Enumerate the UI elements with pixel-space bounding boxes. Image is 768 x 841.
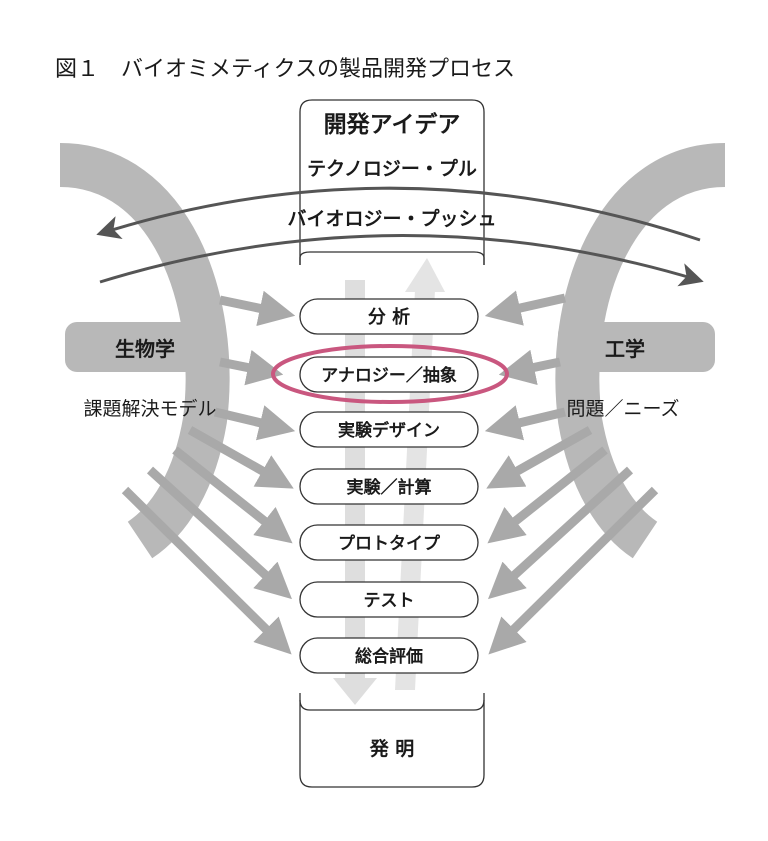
- biology-push-arrow: [99, 234, 704, 287]
- biology-arc: [58, 143, 230, 559]
- engineering-arc: [555, 143, 727, 559]
- svg-text:アナロジー／抽象: アナロジー／抽象: [321, 365, 457, 386]
- technology-pull-label: テクノロジー・プル: [307, 157, 477, 180]
- svg-text:実験デザイン: 実験デザイン: [338, 420, 440, 441]
- engineering-bar: [558, 322, 715, 372]
- idea-box: [299, 99, 485, 265]
- step-test: テスト: [299, 581, 479, 618]
- step-experiment-design: 実験デザイン: [299, 411, 479, 448]
- svg-text:実験／計算: 実験／計算: [347, 477, 432, 498]
- engineering-sublabel: 問題／ニーズ: [566, 398, 679, 420]
- svg-text:分 析: 分 析: [368, 306, 410, 328]
- svg-text:総合評価: 総合評価: [355, 646, 423, 667]
- biology-push-label: バイオロジー・プッシュ: [287, 207, 496, 230]
- svg-text:テスト: テスト: [364, 591, 415, 611]
- biology-label: 生物学: [115, 337, 175, 361]
- biology-bar: [65, 322, 225, 372]
- step-analysis: 分 析: [299, 298, 479, 335]
- biology-sublabel: 課題解決モデル: [83, 398, 216, 420]
- idea-box-label: 開発アイデア: [324, 111, 461, 138]
- step-prototype: プロトタイプ: [299, 524, 479, 561]
- technology-pull-arrow: [96, 186, 701, 242]
- invention-box: [299, 700, 485, 788]
- step-analogy: アナロジー／抽象: [299, 356, 479, 393]
- step-evaluation: 総合評価: [299, 637, 479, 674]
- engineering-label: 工学: [605, 337, 645, 361]
- svg-text:プロトタイプ: プロトタイプ: [338, 533, 441, 554]
- invention-label: 発 明: [369, 737, 415, 760]
- figure-title: 図１ バイオミメティクスの製品開発プロセス: [55, 57, 515, 82]
- analogy-highlight: [271, 344, 509, 404]
- side-arrows: [121, 290, 659, 655]
- step-experiment-calc: 実験／計算: [299, 468, 479, 505]
